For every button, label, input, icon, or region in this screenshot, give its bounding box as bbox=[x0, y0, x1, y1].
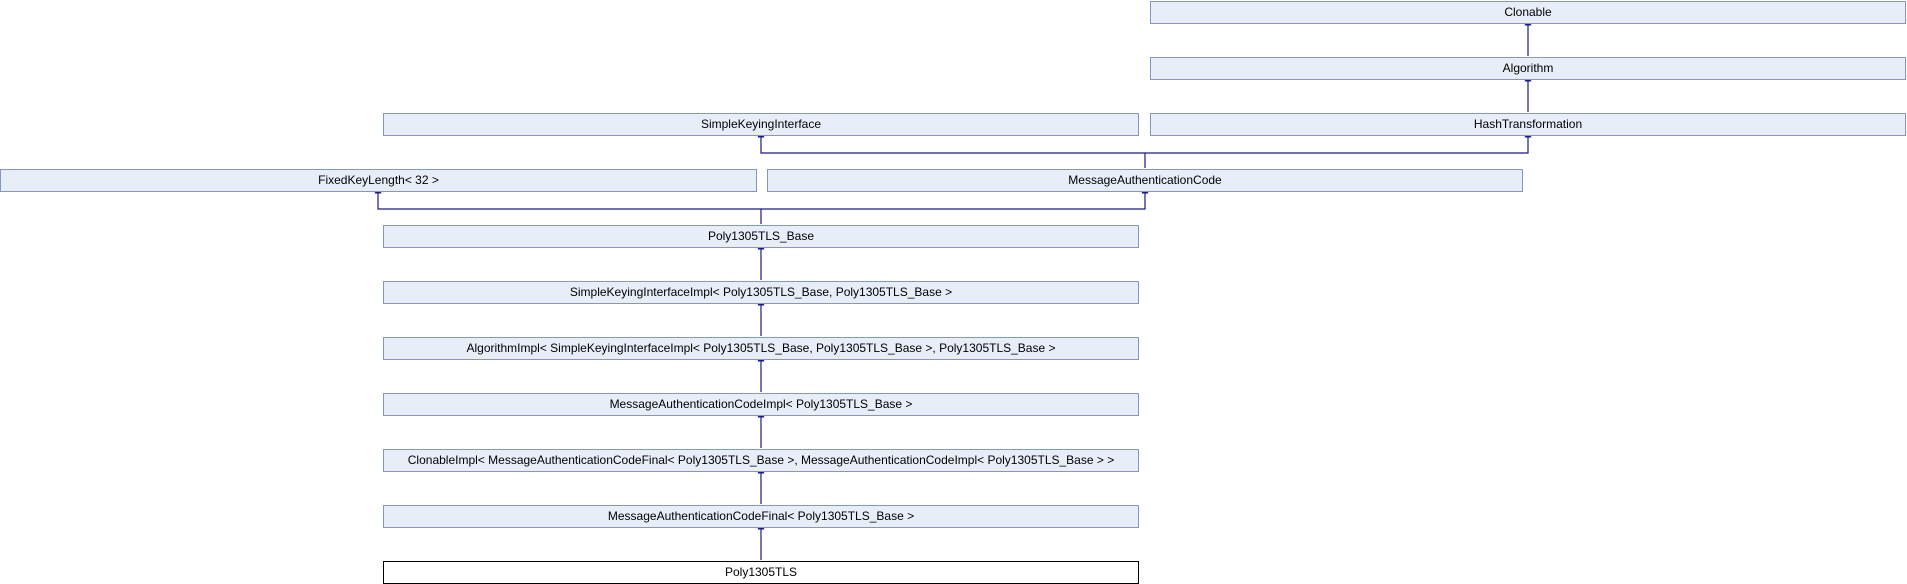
edge-polybase-to-fixedkeylength bbox=[374, 186, 762, 224]
edge-polybase-to-mac bbox=[761, 186, 1149, 210]
node-message-authentication-code-final[interactable]: MessageAuthenticationCodeFinal< Poly1305… bbox=[383, 505, 1139, 528]
node-fixed-key-length[interactable]: FixedKeyLength< 32 > bbox=[0, 169, 757, 192]
node-algorithm[interactable]: Algorithm bbox=[1150, 57, 1906, 80]
node-poly1305tls-base[interactable]: Poly1305TLS_Base bbox=[383, 225, 1139, 248]
node-algorithm-impl[interactable]: AlgorithmImpl< SimpleKeyingInterfaceImpl… bbox=[383, 337, 1139, 360]
node-message-authentication-code[interactable]: MessageAuthenticationCode bbox=[767, 169, 1523, 192]
edge-mac-to-hashtransformation bbox=[1145, 130, 1532, 154]
node-hash-transformation[interactable]: HashTransformation bbox=[1150, 113, 1906, 136]
node-clonable[interactable]: Clonable bbox=[1150, 1, 1906, 24]
node-clonable-impl[interactable]: ClonableImpl< MessageAuthenticationCodeF… bbox=[383, 449, 1139, 472]
edge-mac-to-simplekeyinginterface bbox=[757, 130, 1146, 168]
node-message-authentication-code-impl[interactable]: MessageAuthenticationCodeImpl< Poly1305T… bbox=[383, 393, 1139, 416]
node-poly1305tls: Poly1305TLS bbox=[383, 561, 1139, 584]
node-simple-keying-interface-impl[interactable]: SimpleKeyingInterfaceImpl< Poly1305TLS_B… bbox=[383, 281, 1139, 304]
node-simple-keying-interface[interactable]: SimpleKeyingInterface bbox=[383, 113, 1139, 136]
